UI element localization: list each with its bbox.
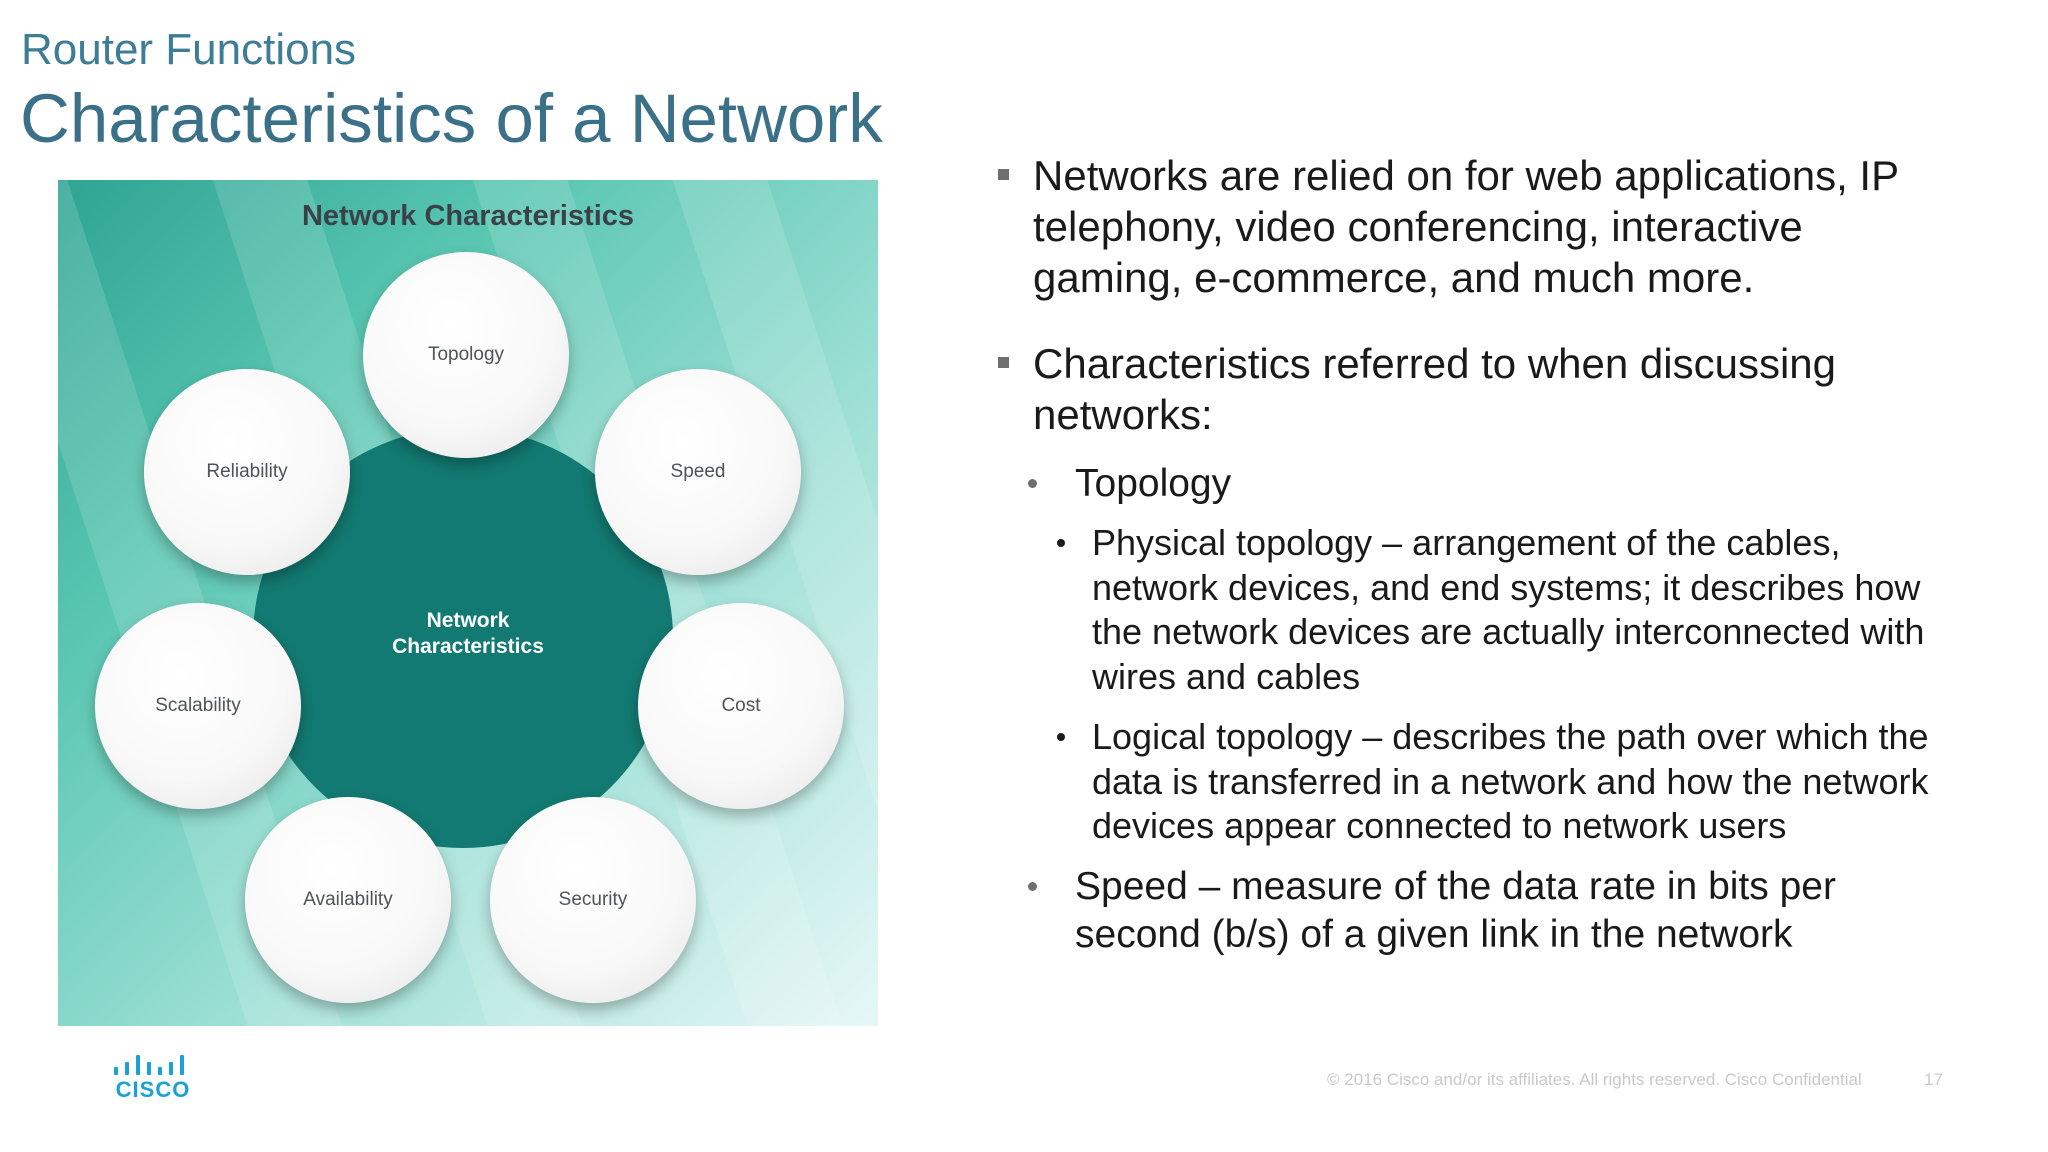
cisco-logo: CISCO	[112, 1055, 194, 1102]
node-label: Reliability	[206, 461, 288, 482]
node-availability: Availability	[245, 797, 451, 1003]
bullet-text: Speed – measure of the data rate in bits…	[1075, 864, 1836, 956]
cisco-wordmark: CISCO	[115, 1077, 191, 1102]
sub-sub-bullet-item: Logical topology – describes the path ov…	[990, 715, 1950, 849]
node-cost: Cost	[638, 603, 844, 809]
network-characteristics-diagram: Network Characteristics Network Characte…	[58, 180, 878, 1026]
node-label: Cost	[721, 695, 761, 716]
round-bullet-icon	[1028, 881, 1037, 891]
bullet-list: Networks are relied on for web applicati…	[990, 150, 1950, 959]
bullet-text: Logical topology – describes the path ov…	[1092, 716, 1929, 846]
node-label: Security	[558, 889, 628, 910]
bullet-item: Networks are relied on for web applicati…	[990, 150, 1950, 303]
round-bullet-icon	[1057, 733, 1065, 741]
slide-title: Characteristics of a Network	[20, 80, 883, 157]
node-label: Topology	[427, 344, 505, 365]
bullet-text: Networks are relied on for web applicati…	[1033, 152, 1899, 301]
diagram-title: Network Characteristics	[301, 200, 635, 232]
sub-sub-bullet-item: Physical topology – arrangement of the c…	[990, 521, 1950, 699]
node-label: Availability	[303, 889, 393, 910]
page-number: 17	[1924, 1070, 1943, 1089]
node-scalability: Scalability	[95, 603, 301, 809]
copyright-notice: © 2016 Cisco and/or its affiliates. All …	[1327, 1070, 1862, 1089]
bullet-text: Topology	[1075, 462, 1232, 505]
section-title: Router Functions	[21, 25, 357, 74]
node-label: Speed	[670, 461, 726, 482]
node-reliability: Reliability	[144, 369, 350, 575]
node-topology: Topology	[363, 252, 569, 458]
center-label: Network Characteristics	[392, 609, 544, 658]
node-label: Scalability	[155, 695, 241, 716]
sub-bullet-item: Topology	[990, 460, 1950, 508]
node-speed: Speed	[595, 369, 801, 575]
round-bullet-icon	[1028, 479, 1037, 488]
node-security: Security	[490, 797, 696, 1003]
square-bullet-icon	[998, 169, 1009, 180]
bullet-item: Characteristics referred to when discuss…	[990, 338, 1950, 440]
sub-bullet-item: Speed – measure of the data rate in bits…	[990, 863, 1950, 959]
bullet-text: Characteristics referred to when discuss…	[1033, 340, 1837, 438]
bullet-text: Physical topology – arrangement of the c…	[1092, 522, 1925, 697]
cisco-bars-icon	[114, 1055, 192, 1075]
square-bullet-icon	[998, 357, 1009, 368]
round-bullet-icon	[1057, 539, 1065, 547]
